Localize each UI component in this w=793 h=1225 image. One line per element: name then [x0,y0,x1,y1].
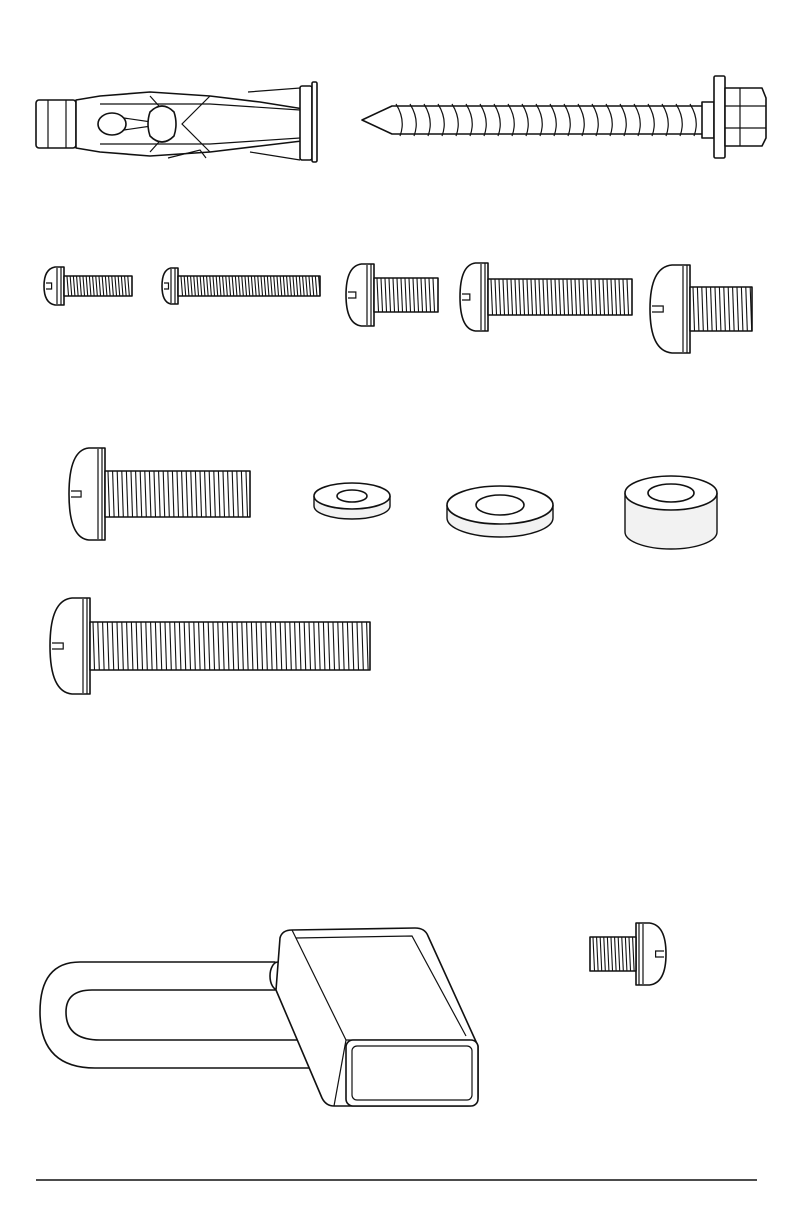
machine-screw-long [50,598,370,694]
machine-screw-d [460,263,632,331]
hollow-wall-anchor [36,82,317,162]
washer-small [314,483,390,519]
machine-screw-e [650,265,752,353]
washer-large [447,486,553,537]
machine-screw-c [346,264,438,326]
machine-screw-small [590,923,666,985]
machine-screw-b [162,268,320,304]
machine-screw-f [69,448,250,540]
allen-key-holder [40,928,478,1106]
spacer [625,476,717,549]
machine-screw-a [44,267,132,305]
lag-bolt [362,76,766,158]
